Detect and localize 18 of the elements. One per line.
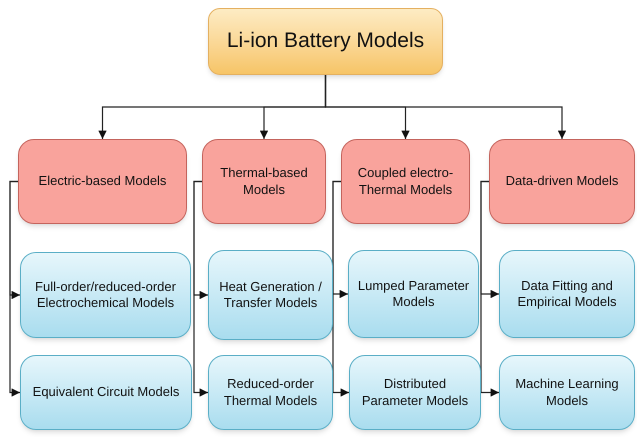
model-box: Distributed Parameter Models xyxy=(349,355,481,430)
root-box: Li-ion Battery Models xyxy=(208,8,443,75)
model-box: Heat Generation / Transfer Models xyxy=(208,250,333,340)
category-box: Electric-based Models xyxy=(18,139,187,224)
model-box: Data Fitting and Empirical Models xyxy=(499,250,635,338)
connector-arrow xyxy=(9,180,20,397)
model-box: Equivalent Circuit Models xyxy=(20,355,192,430)
model-box: Lumped Parameter Models xyxy=(348,250,479,338)
connector-arrow xyxy=(480,180,499,397)
category-box: Data-driven Models xyxy=(489,139,635,224)
connector-arrow xyxy=(332,180,349,397)
connector-arrow xyxy=(193,180,208,397)
category-box: Thermal-based Models xyxy=(202,139,326,224)
category-box: Coupled electro-Thermal Models xyxy=(341,139,470,224)
connector-arrow xyxy=(324,75,566,139)
model-box: Machine Learning Models xyxy=(499,355,635,430)
model-box: Full-order/reduced-order Electrochemical Models xyxy=(20,252,191,338)
model-box: Reduced-order Thermal Models xyxy=(208,355,333,430)
